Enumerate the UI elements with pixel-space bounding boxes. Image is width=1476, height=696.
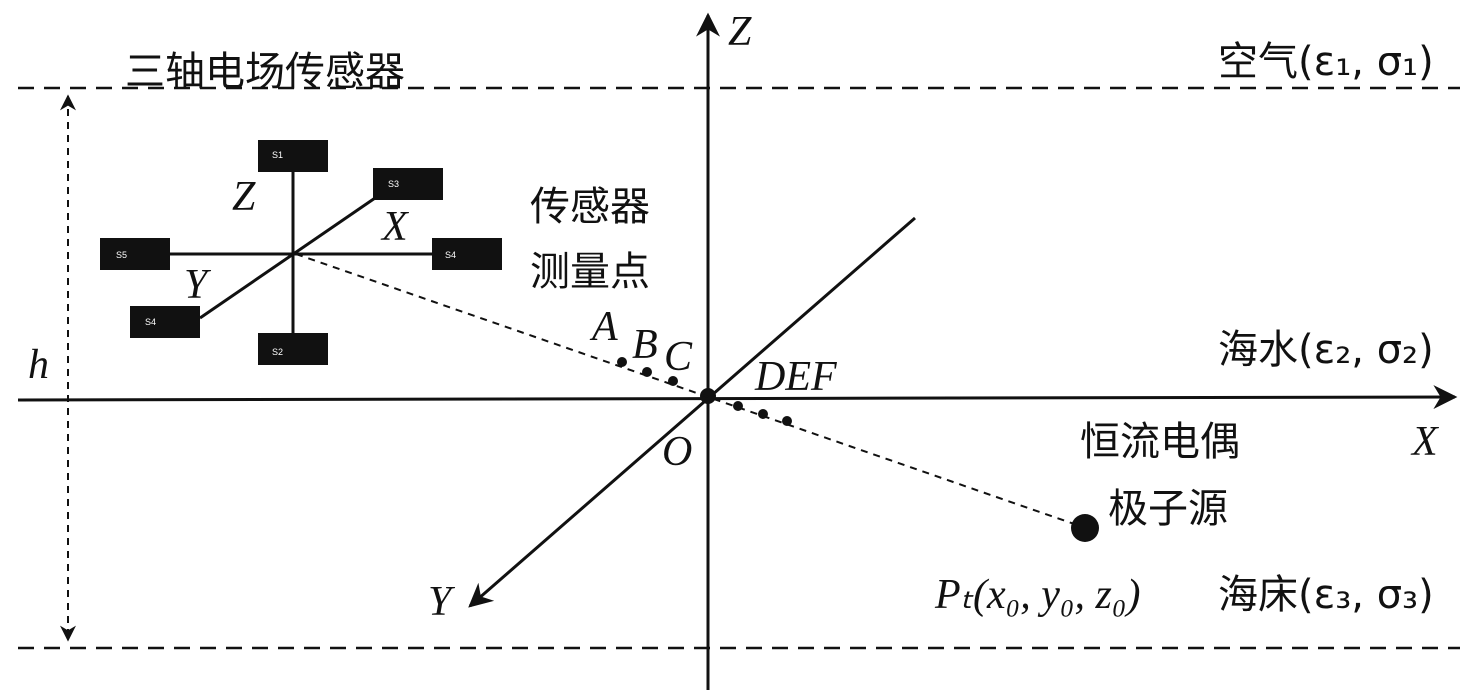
- source-point-label: Pₜ(x₀, y₀, z₀): [934, 572, 1140, 618]
- svg-text:S4: S4: [445, 250, 456, 260]
- z-axis-label: Z: [728, 9, 752, 55]
- air-layer-label: 空气(ε₁, σ₁): [1218, 39, 1434, 85]
- electrode-s2: S2: [258, 333, 328, 365]
- y-axis: [468, 216, 916, 608]
- dipole-source: [1071, 514, 1099, 542]
- sensor-title: 三轴电场传感器: [125, 49, 405, 95]
- measure-label-line1: 传感器: [530, 184, 650, 230]
- sensor-x-label: X: [380, 204, 410, 250]
- point-b-label: B: [632, 322, 658, 368]
- y-axis-label: Y: [428, 579, 456, 625]
- svg-text:S5: S5: [116, 250, 127, 260]
- electrode-s5: S5: [100, 238, 170, 270]
- electrode-s4-y: S4: [130, 306, 200, 338]
- svg-text:S4: S4: [145, 317, 156, 327]
- origin-label: O: [662, 429, 692, 475]
- measurement-points: [617, 357, 792, 426]
- x-axis: [17, 385, 1458, 410]
- triaxial-sensor: S1 S3 S5 S4 S4 S2 Z X Y: [100, 140, 502, 365]
- electrode-s3: S3: [373, 168, 443, 200]
- electrode-s1: S1: [258, 140, 328, 172]
- sea-layer-label: 海水(ε₂, σ₂): [1218, 327, 1434, 373]
- seabed-layer-label: 海床(ε₃, σ₃): [1218, 572, 1434, 618]
- svg-text:S3: S3: [388, 179, 399, 189]
- point-c-label: C: [664, 334, 693, 380]
- measure-label-line2: 测量点: [530, 249, 650, 295]
- sensor-z-label: Z: [232, 174, 256, 220]
- depth-label: h: [28, 342, 49, 388]
- x-axis-label: X: [1410, 419, 1440, 465]
- points-def-label: DEF: [754, 354, 837, 400]
- point-a-label: A: [589, 304, 618, 350]
- electrode-s4-x: S4: [432, 238, 502, 270]
- source-label-line2: 极子源: [1108, 486, 1228, 532]
- svg-text:S2: S2: [272, 347, 283, 357]
- measurement-line: [295, 253, 1081, 527]
- sensor-y-label: Y: [184, 262, 212, 308]
- source-label-line1: 恒流电偶: [1080, 419, 1240, 465]
- svg-text:S1: S1: [272, 150, 283, 160]
